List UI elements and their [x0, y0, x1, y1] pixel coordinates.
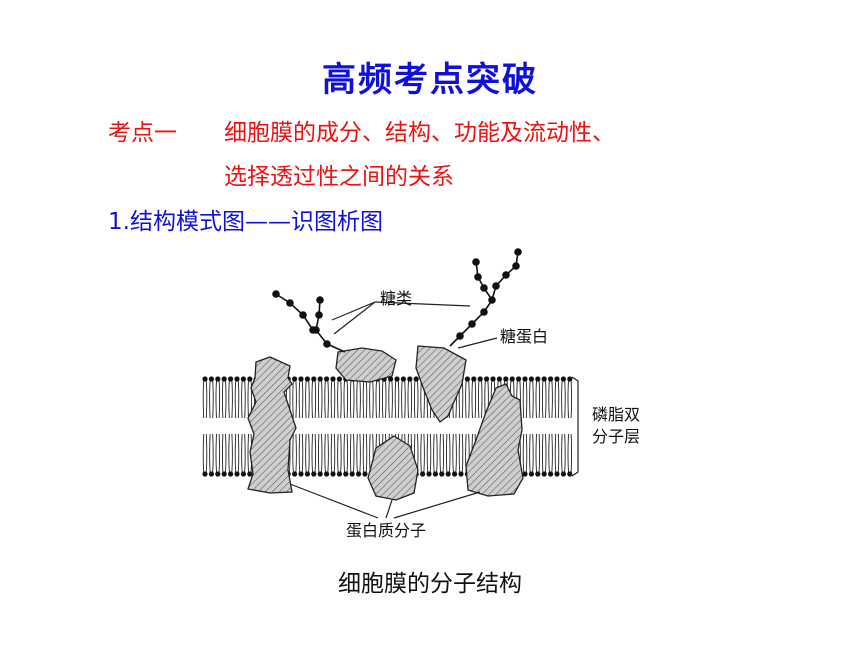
- protein-transmembrane-right: [465, 383, 524, 497]
- label-bilayer-line1: 磷脂双: [592, 405, 640, 424]
- protein-bottom-center: [367, 435, 419, 501]
- figure-caption: 细胞膜的分子结构: [338, 571, 522, 597]
- sugar-residues: [272, 248, 522, 348]
- kaodian-label: 考点一: [108, 120, 177, 146]
- label-protein: 蛋白质分子: [346, 521, 426, 540]
- protein-top-right: [415, 345, 467, 423]
- leader-lines: [289, 301, 579, 519]
- label-glycoprotein: 糖蛋白: [500, 327, 548, 346]
- label-bilayer-line2: 分子层: [592, 427, 640, 446]
- protein-top-center: [335, 347, 397, 383]
- section-subheading: 1.结构模式图——识图析图: [108, 209, 383, 235]
- kaodian-text-line2: 选择透过性之间的关系: [224, 164, 454, 190]
- slide-title: 高频考点突破: [322, 60, 538, 100]
- kaodian-text-line1: 细胞膜的成分、结构、功能及流动性、: [224, 120, 615, 146]
- label-sugar: 糖类: [380, 289, 412, 308]
- protein-transmembrane-left: [247, 356, 297, 494]
- protein-molecules: [247, 345, 524, 501]
